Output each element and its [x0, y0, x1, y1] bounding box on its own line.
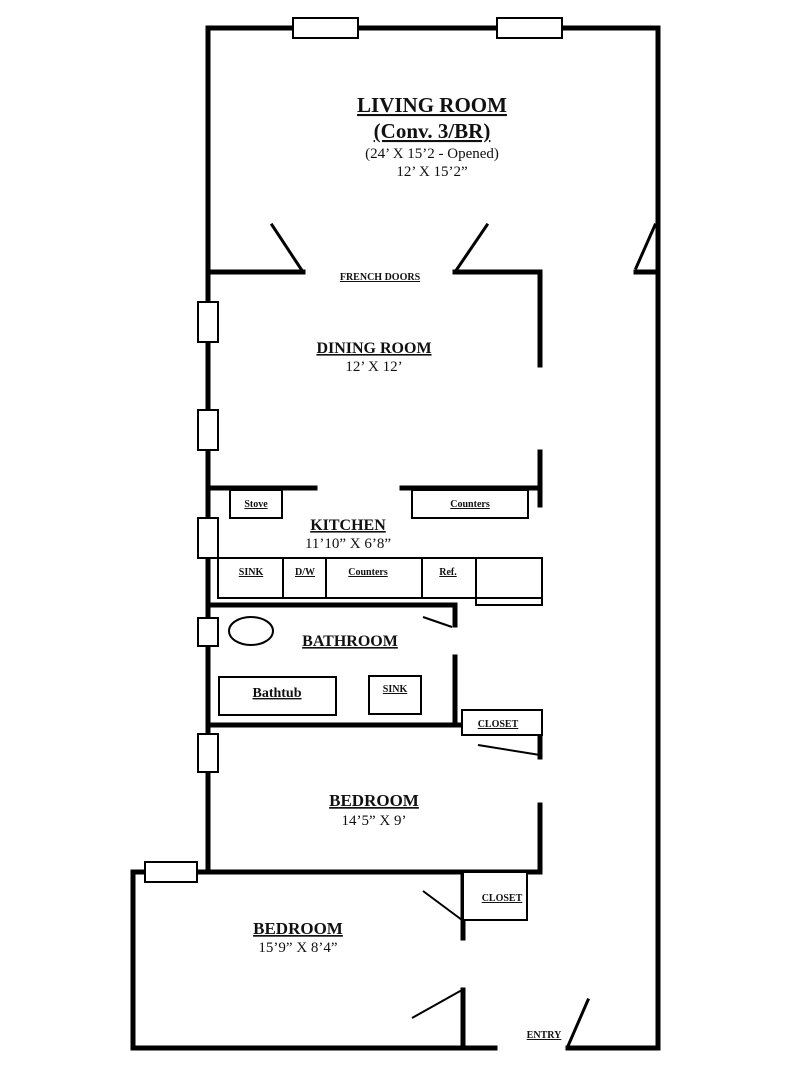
bedroom-2-label: BEDROOM — [253, 919, 343, 938]
living-room-dims-opened: (24’ X 15’2 - Opened) — [365, 146, 499, 162]
kitchen-dims: 11’10” X 6’8” — [305, 536, 391, 552]
counter-row — [217, 557, 543, 599]
dishwasher-label: D/W — [295, 567, 315, 578]
closet-2-label: CLOSET — [482, 893, 523, 904]
bedroom-1-label: BEDROOM — [329, 791, 419, 810]
counters-row-label: Counters — [348, 567, 388, 578]
closet-1 — [461, 709, 543, 736]
doors — [269, 222, 657, 1048]
kitchen-sink-label: SINK — [239, 567, 264, 578]
entry-label: ENTRY — [527, 1030, 562, 1041]
bathtub-label: Bathtub — [252, 686, 301, 701]
bath-sink — [368, 675, 422, 715]
bathroom-label: BATHROOM — [302, 633, 398, 650]
kitchen-label: KITCHEN — [310, 517, 386, 534]
stove-label: Stove — [244, 499, 268, 510]
stove — [229, 489, 283, 519]
counters-top — [411, 489, 529, 519]
bathtub — [218, 676, 337, 716]
closet-2 — [462, 871, 528, 921]
bedroom-2-dims: 15’9” X 8’4” — [258, 940, 337, 956]
living-room-label: LIVING ROOM — [357, 93, 507, 117]
dining-room-dims: 12’ X 12’ — [345, 359, 402, 375]
counters-top-label: Counters — [450, 499, 490, 510]
fixtures — [217, 489, 543, 921]
bedroom-1-dims: 14’5” X 9’ — [342, 813, 407, 829]
bath-sink-label: SINK — [383, 684, 408, 695]
closet-1-label: CLOSET — [478, 719, 519, 730]
living-room-dims: 12’ X 15’2” — [396, 164, 467, 180]
dining-room-label: DINING ROOM — [316, 340, 431, 357]
french-doors-label: FRENCH DOORS — [340, 272, 421, 283]
toilet — [228, 616, 274, 646]
living-room-sub: (Conv. 3/BR) — [374, 119, 491, 143]
windows — [144, 17, 563, 883]
fridge-label: Ref. — [439, 567, 457, 578]
